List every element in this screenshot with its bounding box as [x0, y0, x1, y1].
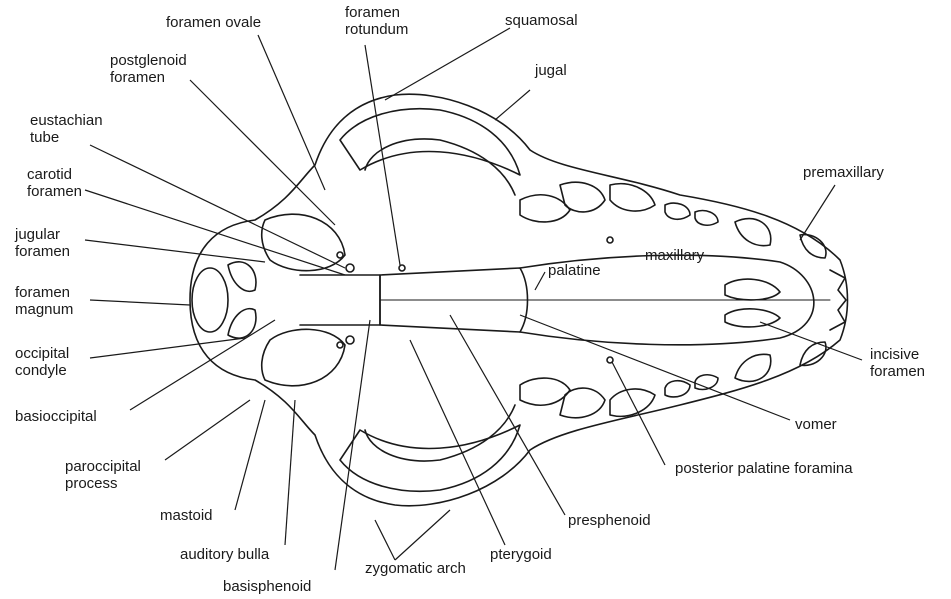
label-foramen-magnum-line1: foramen — [15, 284, 73, 301]
label-paroccipital-line2: process — [65, 475, 141, 492]
label-presphenoid: presphenoid — [568, 512, 651, 529]
label-zygomatic-arch: zygomatic arch — [365, 560, 466, 577]
label-occipital-condyle-line1: occipital — [15, 345, 69, 362]
label-postglenoid-line1: postglenoid — [110, 52, 187, 69]
label-incisive-foramen: incisive foramen — [870, 346, 925, 380]
label-incisive-line2: foramen — [870, 363, 925, 380]
label-auditory-bulla: auditory bulla — [180, 546, 269, 563]
foramen-magnum-shape — [192, 268, 228, 332]
label-eustachian-line2: tube — [30, 129, 103, 146]
label-posterior-palatine-foramina: posterior palatine foramina — [675, 460, 853, 477]
label-jugular-foramen: jugular foramen — [15, 226, 70, 260]
label-occipital-condyle: occipital condyle — [15, 345, 69, 379]
label-paroccipital-process: paroccipital process — [65, 458, 141, 492]
label-palatine: palatine — [548, 262, 601, 279]
label-carotid-line1: carotid — [27, 166, 82, 183]
label-foramen-rotundum: foramen rotundum — [345, 4, 408, 38]
label-eustachian-tube: eustachian tube — [30, 112, 103, 146]
label-postglenoid-foramen: postglenoid foramen — [110, 52, 187, 86]
label-foramen-magnum: foramen magnum — [15, 284, 73, 318]
label-premaxillary: premaxillary — [803, 164, 884, 181]
label-eustachian-line1: eustachian — [30, 112, 103, 129]
label-occipital-condyle-line2: condyle — [15, 362, 69, 379]
label-postglenoid-line2: foramen — [110, 69, 187, 86]
label-foramen-rotundum-line1: foramen — [345, 4, 408, 21]
auditory-bulla-lower — [262, 329, 345, 385]
label-carotid-foramen: carotid foramen — [27, 166, 82, 200]
label-jugular-line2: foramen — [15, 243, 70, 260]
label-jugular-line1: jugular — [15, 226, 70, 243]
label-maxillary: maxillary — [645, 247, 704, 264]
label-paroccipital-line1: paroccipital — [65, 458, 141, 475]
label-foramen-rotundum-line2: rotundum — [345, 21, 408, 38]
label-mastoid: mastoid — [160, 507, 213, 524]
label-basioccipital: basioccipital — [15, 408, 97, 425]
label-foramen-magnum-line2: magnum — [15, 301, 73, 318]
label-jugal: jugal — [535, 62, 567, 79]
label-squamosal: squamosal — [505, 12, 578, 29]
label-vomer: vomer — [795, 416, 837, 433]
label-pterygoid: pterygoid — [490, 546, 552, 563]
label-carotid-line2: foramen — [27, 183, 82, 200]
label-foramen-ovale: foramen ovale — [166, 14, 261, 31]
label-incisive-line1: incisive — [870, 346, 925, 363]
label-basisphenoid: basisphenoid — [223, 578, 311, 595]
